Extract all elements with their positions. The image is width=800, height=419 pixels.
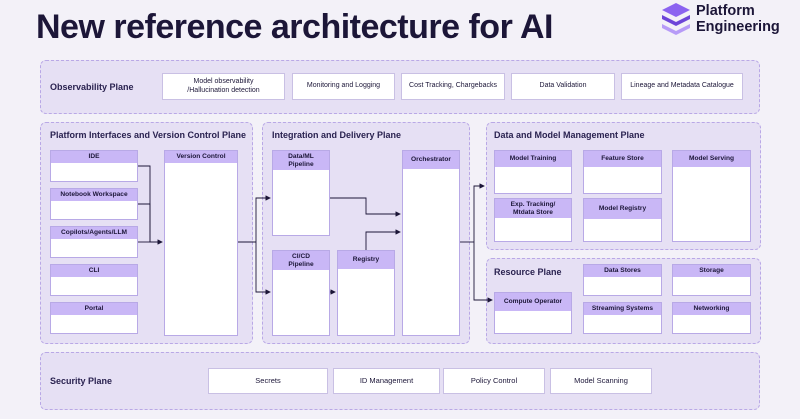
logo-line-2: Engineering [696,19,780,35]
security-plane-label: Security Plane [50,376,113,386]
networking-card[interactable]: Networking [672,302,751,334]
monitoring-logging-box[interactable]: Monitoring and Logging [292,73,395,100]
portal-card[interactable]: Portal [50,302,138,334]
compute-operator-card[interactable]: Compute Operator [494,292,572,334]
lineage-metadata-box[interactable]: Lineage and Metadata Catalogue [621,73,743,100]
data-stores-label: Data Stores [584,265,661,277]
cli-card[interactable]: CLI [50,264,138,296]
exp-tracking-label: Exp. Tracking/ Mtdata Store [495,199,571,218]
platform-engineering-logo: Platform Engineering [660,2,800,38]
id-management-box[interactable]: ID Management [333,368,440,394]
streaming-systems-card[interactable]: Streaming Systems [583,302,662,334]
resource-plane-label: Resource Plane [494,267,562,277]
model-registry-label: Model Registry [584,199,661,219]
notebook-workspace-card[interactable]: Notebook Workspace [50,188,138,220]
cicd-pipeline-label: CI/CD Pipeline [273,251,329,270]
model-serving-label: Model Serving [673,151,750,167]
storage-label: Storage [673,265,750,277]
portal-label: Portal [51,303,137,315]
copilots-agents-llm-card[interactable]: Copilots/Agents/LLM [50,226,138,258]
model-serving-card[interactable]: Model Serving [672,150,751,242]
data-ml-pipeline-card[interactable]: Data/ML Pipeline [272,150,330,236]
copilots-agents-llm-label: Copilots/Agents/LLM [51,227,137,239]
version-control-label: Version Control [165,151,237,163]
feature-store-label: Feature Store [584,151,661,167]
registry-label: Registry [338,251,394,269]
data-ml-pipeline-label: Data/ML Pipeline [273,151,329,170]
logo-line-1: Platform [696,3,755,19]
logo-layers-icon [662,3,690,35]
page-title: New reference architecture for AI [36,8,554,46]
cli-label: CLI [51,265,137,277]
exp-tracking-card[interactable]: Exp. Tracking/ Mtdata Store [494,198,572,242]
ide-label: IDE [51,151,137,163]
orchestrator-card[interactable]: Orchestrator [402,150,460,336]
integration-delivery-plane-label: Integration and Delivery Plane [272,130,402,140]
cost-tracking-box[interactable]: Cost Tracking, Chargebacks [401,73,505,100]
data-stores-card[interactable]: Data Stores [583,264,662,296]
model-registry-card[interactable]: Model Registry [583,198,662,242]
registry-card[interactable]: Registry [337,250,395,336]
version-control-card[interactable]: Version Control [164,150,238,336]
arrow-orch-to-data-model [473,183,485,242]
observability-plane-label: Observability Plane [50,82,134,92]
model-observability-box[interactable]: Model observability /Hallucination detec… [162,73,285,100]
model-training-label: Model Training [495,151,571,167]
logo-text: Platform Engineering [696,3,780,35]
model-training-card[interactable]: Model Training [494,150,572,194]
networking-label: Networking [673,303,750,315]
ide-card[interactable]: IDE [50,150,138,182]
model-scanning-box[interactable]: Model Scanning [550,368,652,394]
streaming-systems-label: Streaming Systems [584,303,661,315]
compute-operator-label: Compute Operator [495,293,571,311]
data-model-management-plane-label: Data and Model Management Plane [494,130,645,140]
feature-store-card[interactable]: Feature Store [583,150,662,194]
notebook-workspace-label: Notebook Workspace [51,189,137,201]
storage-card[interactable]: Storage [672,264,751,296]
data-validation-box[interactable]: Data Validation [511,73,615,100]
policy-control-box[interactable]: Policy Control [443,368,545,394]
secrets-box[interactable]: Secrets [208,368,328,394]
orchestrator-label: Orchestrator [403,151,459,169]
cicd-pipeline-card[interactable]: CI/CD Pipeline [272,250,330,336]
platform-interfaces-plane-label: Platform Interfaces and Version Control … [50,130,247,140]
